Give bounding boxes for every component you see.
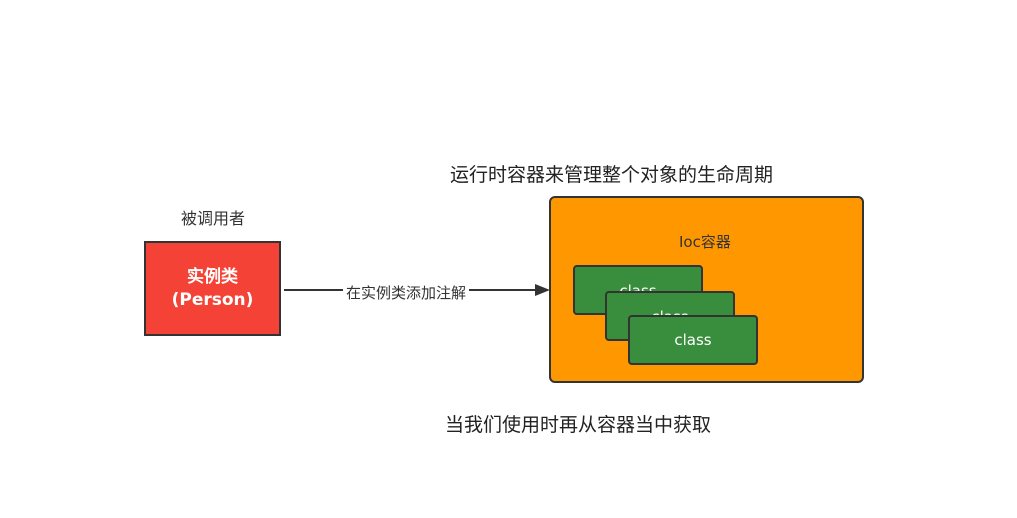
ioc-container-label: Ioc容器 xyxy=(679,233,731,251)
instance-class-type: (Person) xyxy=(171,289,254,310)
instance-class-node: 实例类 (Person) xyxy=(144,241,281,336)
instance-class-name: 实例类 xyxy=(187,266,238,287)
arrow-label: 在实例类添加注解 xyxy=(343,282,470,303)
runtime-title: 运行时容器来管理整个对象的生命周期 xyxy=(450,164,774,186)
class-card: class xyxy=(628,315,758,365)
fetch-caption: 当我们使用时再从容器当中获取 xyxy=(445,414,712,436)
callee-label: 被调用者 xyxy=(181,209,246,228)
arrow-head-icon xyxy=(535,284,550,296)
